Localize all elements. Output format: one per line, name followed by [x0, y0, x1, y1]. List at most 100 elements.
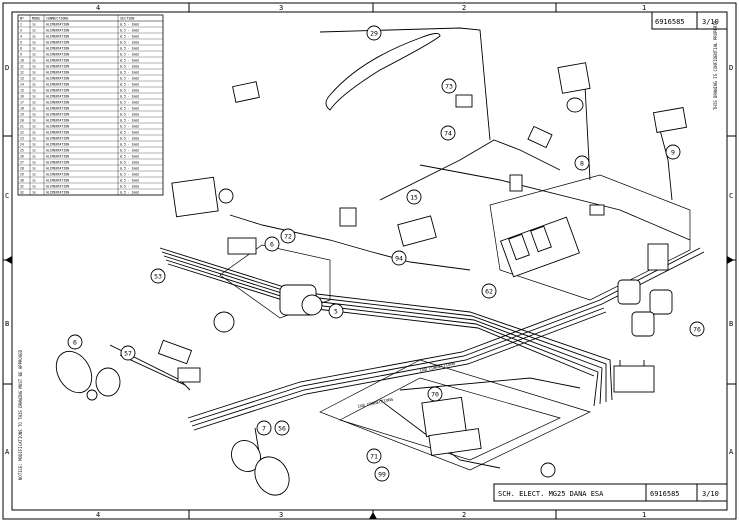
col-label-2: 2: [462, 4, 466, 12]
callout-circle: [274, 420, 290, 436]
callout-circle: [280, 228, 296, 244]
callout-bubble: 5: [328, 303, 344, 319]
callout-label: 6: [270, 241, 274, 249]
row-label-c-right: C: [729, 192, 733, 200]
wire-table-cell: 1x: [32, 137, 36, 141]
wire-table-cell: 20: [20, 119, 24, 123]
wire-table-cell: 1x: [32, 47, 36, 51]
wire-table-cell: 0.5 - 1mm2: [120, 41, 139, 45]
callout-bubble: 76: [689, 321, 705, 337]
wire-table-cell: ALIMENTATION: [46, 29, 69, 33]
margin-note-right: THIS DRAWING IS CONFIDENTIAL PROPERTY: [713, 20, 718, 110]
col-label-4-bottom: 4: [96, 511, 100, 519]
wire-table-cell: 0.5 - 1mm2: [120, 35, 139, 39]
wire-table-cell: 1x: [32, 143, 36, 147]
wire-table-cell: 0.5 - 1mm2: [120, 149, 139, 153]
wire-table-cell: ALIMENTATION: [46, 23, 69, 27]
wire-table-cell: 32: [20, 191, 24, 195]
wire-table-cell: 0.5 - 1mm2: [120, 167, 139, 171]
wire-table-cell: ALIMENTATION: [46, 113, 69, 117]
outer-frame: [2, 2, 737, 520]
wire-table-cell: ALIMENTATION: [46, 179, 69, 183]
wire-table-header-cell: Nº: [20, 17, 24, 21]
wire-table-header-cell: CONNECTIONS: [46, 17, 68, 21]
wire-table-cell: 0.5 - 1mm2: [120, 101, 139, 105]
wire-table-cell: 1x: [32, 23, 36, 27]
callout-bubble: 29: [366, 25, 382, 41]
wire-table-cell: ALIMENTATION: [46, 41, 69, 45]
callout-bubble: 53: [150, 268, 166, 284]
wire-table-cell: 5: [20, 41, 22, 45]
wire-table-cell: 1x: [32, 29, 36, 33]
wire-table-cell: 0.5 - 1mm2: [120, 113, 139, 117]
callout-label: 8: [580, 160, 584, 168]
wire-table-cell: 11: [20, 65, 24, 69]
zone-ticks: [3, 3, 736, 519]
callout-label: 5: [334, 308, 338, 316]
col-label-3-bottom: 3: [279, 511, 283, 519]
wire-table-cell: 0.5 - 1mm2: [120, 185, 139, 189]
wire-table-cell: 21: [20, 125, 24, 129]
callout-bubble: 71: [366, 448, 382, 464]
wire-table-cell: 1x: [32, 53, 36, 57]
wire-table-cell: 16: [20, 95, 24, 99]
wire-table-cell: 23: [20, 137, 24, 141]
wire-table-cell: ALIMENTATION: [46, 131, 69, 135]
wire-table-cell: 1x: [32, 83, 36, 87]
wire-table-cell: ALIMENTATION: [46, 161, 69, 165]
callout-circle: [374, 466, 390, 482]
wire-table-cell: ALIMENTATION: [46, 35, 69, 39]
title-block: SCH. ELECT. MG25 DANA ESA 6916585 3/10: [493, 483, 728, 502]
wire-table-header-cell: SECTION: [120, 17, 134, 21]
drawing-title: SCH. ELECT. MG25 DANA ESA: [498, 490, 604, 498]
col-label-2-bottom: 2: [462, 511, 466, 519]
callout-bubble: 7: [256, 420, 272, 436]
sheet-number: 3/10: [702, 18, 719, 26]
callout-bubble: 56: [274, 420, 290, 436]
callout-circle: [665, 144, 681, 160]
wire-table-cell: 0.5 - 1mm2: [120, 23, 139, 27]
wire-table-cell: 1x: [32, 131, 36, 135]
wire-table-cell: 10: [20, 59, 24, 63]
row-label-b: B: [5, 320, 9, 328]
wire-table-cell: ALIMENTATION: [46, 155, 69, 159]
wire-table-cell: ALIMENTATION: [46, 191, 69, 195]
callout-bubble: 72: [280, 228, 296, 244]
wire-table-cell: 1x: [32, 191, 36, 195]
zone-label-cab: CAB CONNECTIONS: [419, 360, 456, 373]
callout-label: 62: [485, 288, 493, 296]
wire-table-cell: 1x: [32, 125, 36, 129]
wire-table-cell: 1x: [32, 167, 36, 171]
wire-table-cell: 1x: [32, 41, 36, 45]
callout-label: 9: [671, 149, 675, 157]
wire-table-cell: 1x: [32, 65, 36, 69]
row-label-a: A: [5, 448, 10, 456]
wire-table-cell: 0.5 - 1mm2: [120, 65, 139, 69]
callout-circle: [689, 321, 705, 337]
wire-table-cell: 0.5 - 1mm2: [120, 83, 139, 87]
callout-circle: [328, 303, 344, 319]
callout-circle: [67, 334, 83, 350]
wire-table-cell: 1x: [32, 185, 36, 189]
wire-table-cell: ALIMENTATION: [46, 119, 69, 123]
callout-bubble: 57: [120, 345, 136, 361]
row-label-b-right: B: [729, 320, 733, 328]
callout-label: 53: [154, 273, 162, 281]
wire-table-cell: 22: [20, 131, 24, 135]
wire-table-cell: ALIMENTATION: [46, 101, 69, 105]
wire-table-cell: 0.5 - 1mm2: [120, 131, 139, 135]
drawing-number: 6916585: [655, 18, 685, 26]
row-label-c: C: [5, 192, 9, 200]
callout-bubble: 99: [374, 466, 390, 482]
wire-table-cell: 1: [20, 23, 22, 27]
wire-table-cell: 0.5 - 1mm2: [120, 161, 139, 165]
callout-circle: [264, 236, 280, 252]
callout-label: 73: [445, 83, 453, 91]
wire-table-cell: ALIMENTATION: [46, 173, 69, 177]
row-label-d-right: D: [729, 64, 733, 72]
wire-table-cell: 0.5 - 1mm2: [120, 47, 139, 51]
wire-table-cell: 28: [20, 167, 24, 171]
wire-table-cell: 24: [20, 143, 24, 147]
wire-table-cell: 18: [20, 107, 24, 111]
wire-table-cell: 1x: [32, 71, 36, 75]
